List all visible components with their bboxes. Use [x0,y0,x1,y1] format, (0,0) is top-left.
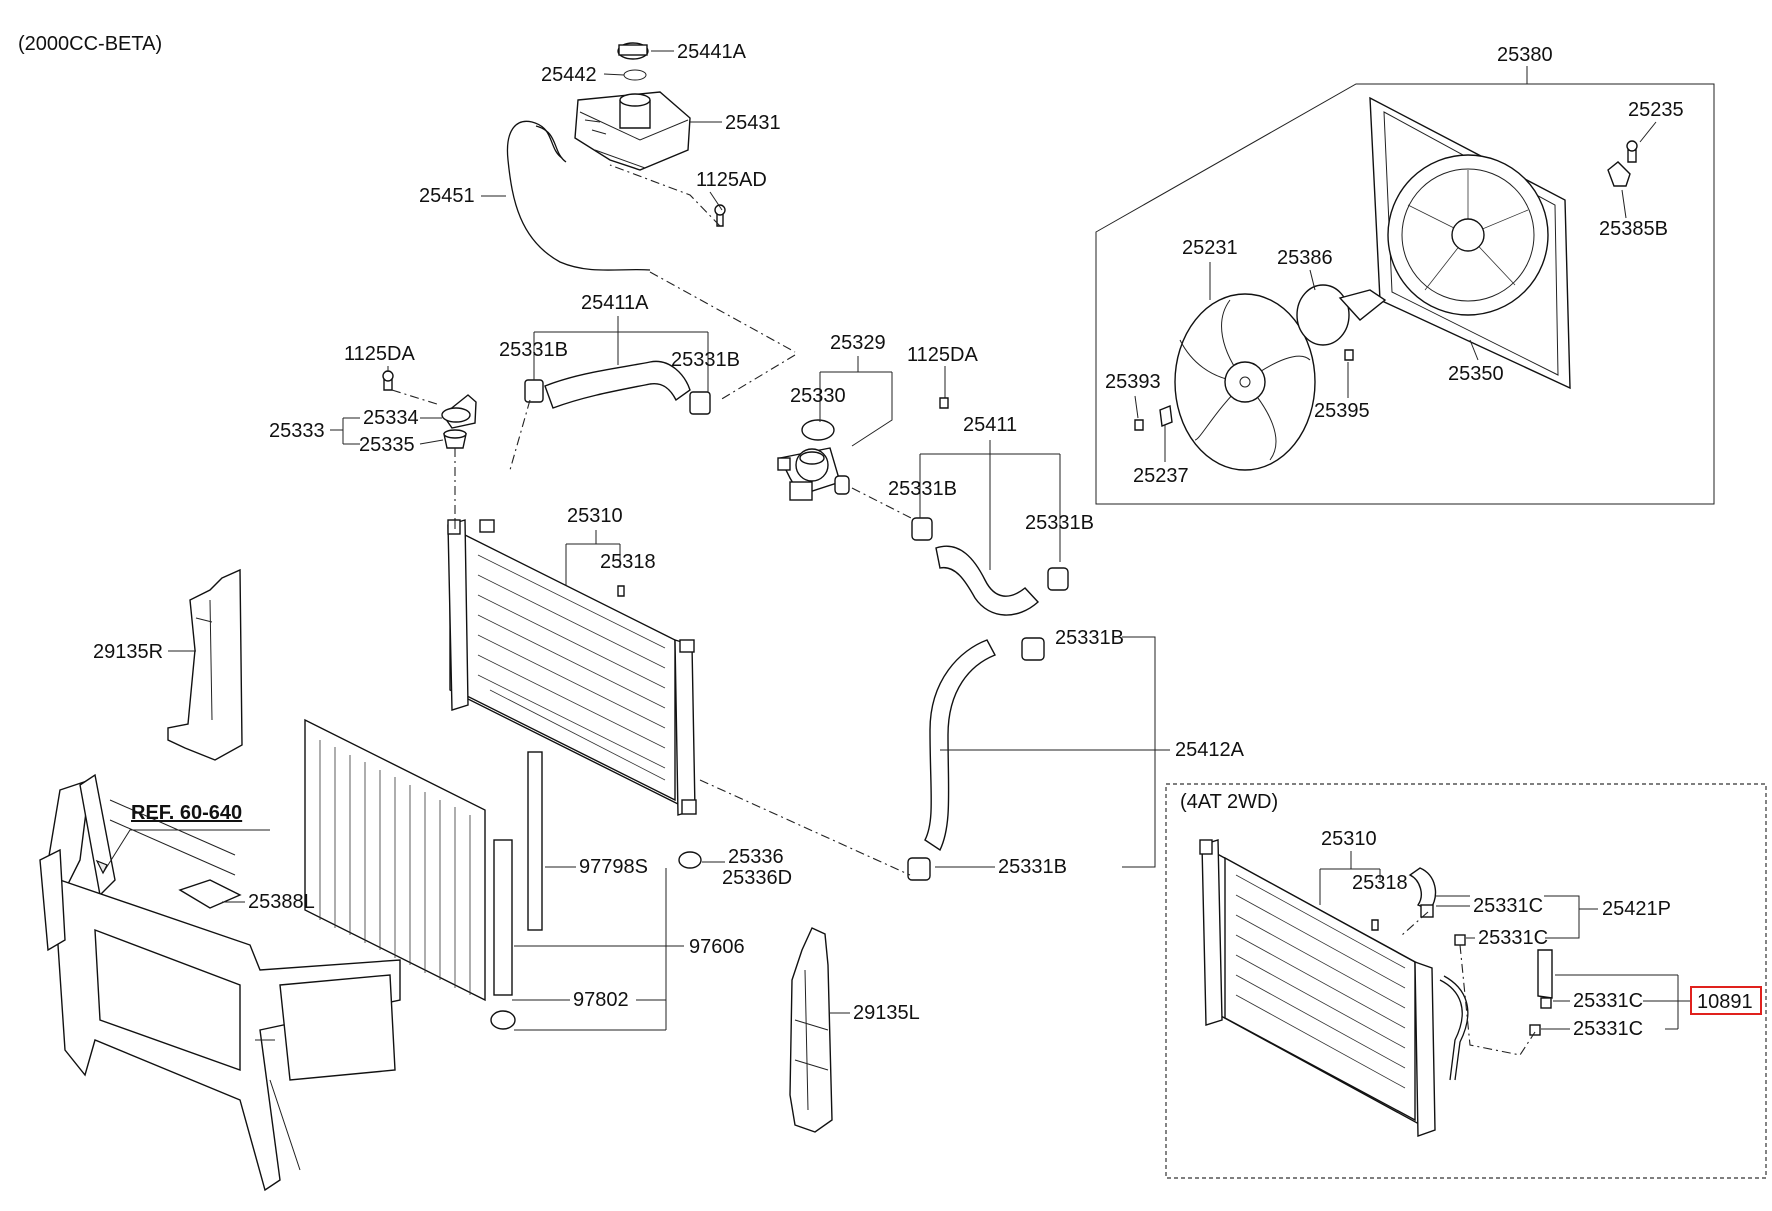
air-guard-29135R [167,568,243,761]
label-25333: 25333 [269,420,325,442]
label-25451: 25451 [419,185,475,207]
label-25336D: 25336D [722,867,792,889]
label-25331B-c: 25331B [888,478,957,500]
inset-label-25331C-c: 25331C [1573,990,1643,1012]
label-25331B-a: 25331B [499,339,568,361]
label-25335: 25335 [359,434,415,456]
label-25331B-b: 25331B [671,349,740,371]
label-1125AD: 1125AD [696,169,767,191]
label-29135L: 29135L [853,1002,920,1024]
label-25331B-d: 25331B [1025,512,1094,534]
label-25388L: 25388L [248,891,315,913]
shroud-drawing [1369,96,1638,390]
inset-label-25310: 25310 [1321,828,1377,850]
upper-hose-25411A [544,360,691,409]
label-25336: 25336 [728,846,784,868]
label-25411: 25411 [963,414,1017,436]
ref-label: REF. 60-640 [131,802,242,824]
fan-blade-drawing [1134,284,1387,471]
label-1125DA-l: 1125DA [344,343,415,365]
label-25386: 25386 [1277,247,1333,269]
label-25395: 25395 [1314,400,1370,422]
label-25442: 25442 [541,64,597,86]
label-29135R: 29135R [93,641,163,663]
condenser-drawing [304,718,702,1030]
fan-assembly-box [1095,83,1715,505]
air-guard-29135L [789,927,833,1133]
label-25310: 25310 [567,505,623,527]
label-97606: 97606 [689,936,745,958]
inset-label-25331C-d: 25331C [1573,1018,1643,1040]
label-25441A: 25441A [677,41,747,63]
label-25431: 25431 [725,112,781,134]
inset-radiator-drawing [1199,839,1553,1137]
inset-label-25331C-a: 25331C [1473,895,1543,917]
label-25237: 25237 [1133,465,1189,487]
label-25385B: 25385B [1599,218,1668,240]
label-25330: 25330 [790,385,846,407]
label-25231: 25231 [1182,237,1238,259]
label-97802: 97802 [573,989,629,1011]
engine-label: (2000CC-BETA) [18,33,162,55]
seal-strip-25388L [178,879,242,909]
highlight-box-10891[interactable] [1690,986,1762,1015]
label-25331B-f: 25331B [998,856,1067,878]
label-25411A: 25411A [581,292,649,314]
radiator-drawing [447,519,697,816]
label-25318: 25318 [600,551,656,573]
hose-25411 [935,545,1039,616]
inset-label-25318: 25318 [1352,872,1408,894]
label-25329: 25329 [830,332,886,354]
overflow-hose [506,120,651,271]
label-97798S: 97798S [579,856,648,878]
label-25393: 25393 [1105,371,1161,393]
water-outlet-housing [777,419,850,501]
label-25412A: 25412A [1175,739,1245,761]
inset-label-25331C-b: 25331C [1478,927,1548,949]
label-25334: 25334 [363,407,419,429]
label-25235: 25235 [1628,99,1684,121]
label-25331B-e: 25331B [1055,627,1124,649]
inset-label-10891[interactable]: 10891 [1697,991,1753,1013]
label-25380: 25380 [1497,44,1553,66]
label-1125DA-r: 1125DA [907,344,978,366]
front-carrier-drawing [39,773,401,1192]
inset-title: (4AT 2WD) [1180,791,1278,813]
mount-bracket [382,370,477,449]
reservoir-tank-drawing [574,42,726,227]
inset-label-25421P: 25421P [1602,898,1671,920]
label-25350: 25350 [1448,363,1504,385]
lower-hose-25412A [924,639,996,852]
